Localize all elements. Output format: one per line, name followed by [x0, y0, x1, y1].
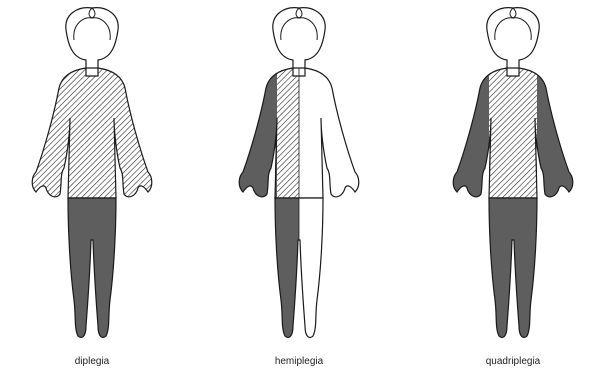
diplegia-head — [66, 8, 118, 68]
figure-quadriplegia — [453, 8, 573, 338]
label-quadriplegia: quadriplegia — [486, 356, 541, 367]
label-hemiplegia: hemiplegia — [275, 356, 324, 367]
diplegia-upper-body — [32, 68, 152, 198]
quadriplegia-legs — [489, 198, 537, 338]
quadriplegia-head — [487, 8, 539, 68]
label-diplegia: diplegia — [75, 356, 110, 367]
figure-hemiplegia — [239, 8, 359, 338]
diplegia-legs — [68, 198, 116, 338]
figure-diplegia — [32, 8, 152, 338]
hemiplegia-head — [273, 8, 325, 68]
